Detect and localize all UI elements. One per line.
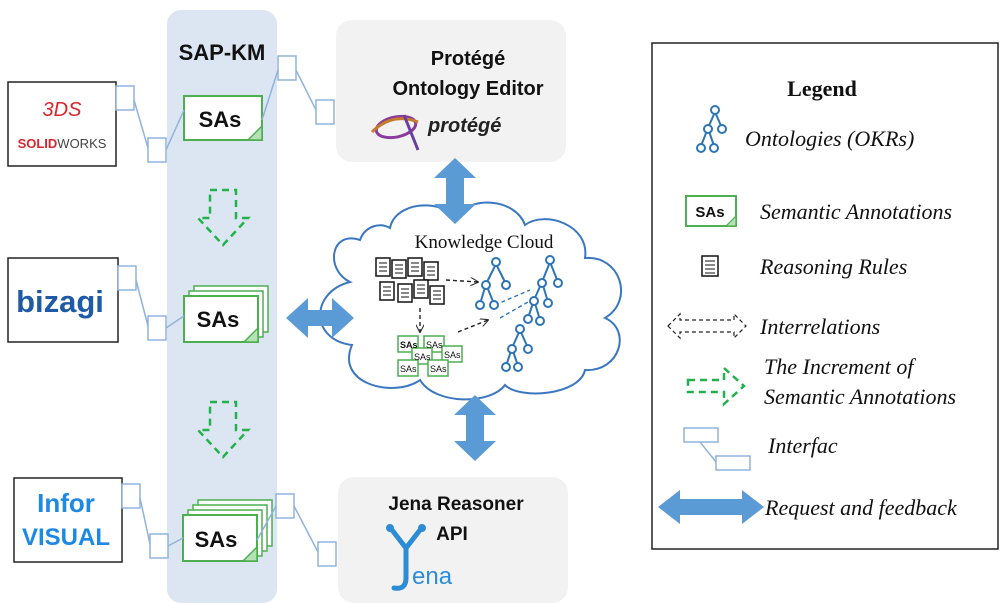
increment-arrow-2 — [195, 400, 251, 459]
legend-request-icon — [658, 490, 764, 524]
legend-semantic-annotations: Semantic Annotations — [760, 199, 952, 224]
cloud-mini-sa: SAs — [414, 352, 431, 362]
solidworks-box[interactable]: 3DS SOLIDWORKS — [7, 81, 117, 167]
solidworks-logo-mark: 3DS — [43, 99, 83, 121]
cloud-mini-sa: SAs — [444, 350, 461, 360]
legend-interface: Interfac — [767, 433, 838, 458]
bizagi-box[interactable]: bizagi — [7, 257, 119, 343]
increment-arrows — [195, 188, 251, 459]
infor-box[interactable]: Infor VISUAL — [13, 477, 123, 563]
legend-ontology-icon — [696, 105, 727, 153]
sa-box-1: SAs — [183, 95, 263, 141]
legend-reasoning-rules: Reasoning Rules — [759, 254, 907, 279]
ontology-trees — [475, 255, 563, 372]
sa-label: SAs — [197, 307, 240, 332]
reasoning-rules-cluster — [375, 257, 445, 305]
solidworks-name-dark: WORKS — [57, 136, 106, 151]
legend-increment-line2: Semantic Annotations — [764, 384, 956, 409]
legend-title: Legend — [787, 76, 857, 101]
protege-logo: protégé — [370, 114, 501, 151]
sa-box-2: SAs — [183, 285, 269, 343]
legend-interface-icon — [683, 427, 751, 471]
legend-ontologies: Ontologies (OKRs) — [745, 126, 914, 151]
arrow-protege-cloud — [434, 158, 476, 224]
legend-request-feedback: Request and feedback — [764, 495, 958, 520]
jena-logo-text: ena — [412, 563, 453, 590]
legend-increment-line1: The Increment of — [764, 354, 916, 379]
cloud-mini-sa: SAs — [400, 364, 417, 374]
sa-box-3: SAs — [182, 499, 273, 562]
cloud-mini-sa: SAs — [430, 364, 447, 374]
solidworks-name-red: SOLID — [18, 136, 58, 151]
legend-interrelations-icon — [667, 312, 747, 340]
arrow-column-cloud — [286, 298, 354, 338]
knowledge-cloud: Knowledge Cloud — [319, 201, 623, 401]
cloud-title: Knowledge Cloud — [415, 232, 554, 253]
request-feedback-arrows — [286, 158, 496, 461]
legend-sa-icon: SAs — [685, 195, 737, 227]
legend-panel: Legend Ontologies (OKRs) SAs Semantic An… — [651, 42, 999, 550]
jena-box[interactable] — [338, 477, 568, 603]
arrow-cloud-jena — [454, 395, 496, 461]
protege-box[interactable] — [336, 20, 566, 162]
increment-arrow-1 — [195, 188, 251, 247]
jena-title-line1: Jena Reasoner — [388, 494, 524, 515]
infor-logo-line2: VISUAL — [22, 524, 110, 551]
infor-logo-line1: Infor — [37, 488, 95, 518]
legend-rules-icon — [701, 255, 719, 277]
legend-interrelations: Interrelations — [759, 314, 880, 339]
sa-label: SAs — [195, 527, 238, 552]
interface-connectors — [115, 55, 337, 567]
legend-increment-icon — [686, 365, 746, 407]
legend-sa-label: SAs — [695, 204, 724, 221]
cloud-interrelations — [420, 280, 531, 332]
svg-text:SOLIDWORKS: SOLIDWORKS — [18, 136, 107, 151]
protege-title-line2: Ontology Editor — [392, 78, 543, 100]
protege-logo-text: protégé — [427, 115, 501, 137]
jena-logo: ena — [386, 524, 453, 591]
cloud-sa-cluster: SAs SAs SAs SAs SAs SAs — [397, 335, 463, 377]
bizagi-logo: bizagi — [16, 284, 104, 319]
protege-title-line1: Protégé — [431, 48, 505, 70]
sap-km-title: SAP-KM — [179, 40, 266, 65]
sa-label: SAs — [199, 107, 242, 132]
cloud-mini-sa: SAs — [400, 340, 418, 350]
cloud-mini-sa: SAs — [426, 340, 443, 350]
jena-title-line2: API — [436, 524, 468, 545]
